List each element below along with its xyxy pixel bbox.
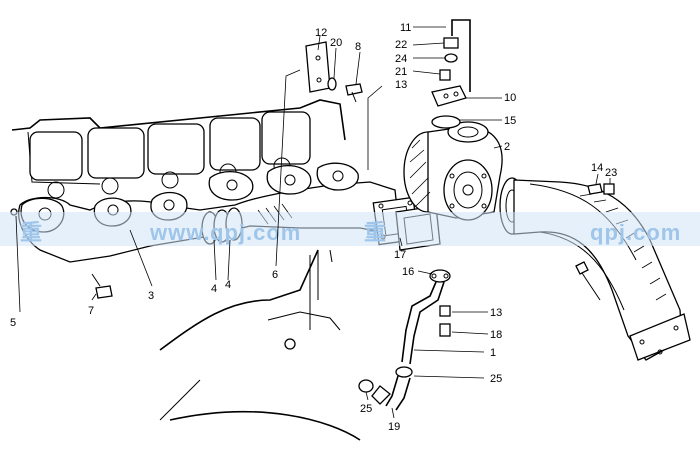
callout-13-top: 13	[395, 79, 407, 91]
watermark-text-2: www.	[149, 220, 211, 245]
callout-13-bottom: 13	[490, 307, 502, 319]
callout-7: 7	[88, 305, 94, 317]
callout-6: 6	[272, 269, 278, 281]
leader-lines	[15, 26, 611, 419]
callout-24: 24	[395, 53, 407, 65]
callout-2: 2	[504, 141, 510, 153]
oil-return-pipe	[358, 269, 451, 411]
callout-12: 12	[315, 27, 327, 39]
watermark-band: 重 www. qpj.com 重 qpj.com	[0, 212, 700, 246]
callout-18: 18	[490, 329, 502, 341]
watermark-text-5: qpj.com	[590, 220, 681, 245]
callout-16: 16	[402, 266, 414, 278]
callout-25-left: 25	[360, 403, 372, 415]
callout-17: 17	[394, 249, 406, 261]
callout-15: 15	[504, 115, 516, 127]
callout-1: 1	[490, 347, 496, 359]
callout-4-left: 4	[211, 283, 217, 295]
engine-block	[11, 99, 361, 441]
watermark-text-1: 重	[20, 220, 43, 245]
callout-3: 3	[148, 290, 154, 302]
callout-14: 14	[591, 162, 603, 174]
watermark-text-4: 重	[364, 220, 387, 245]
callout-10: 10	[504, 92, 516, 104]
callout-23: 23	[605, 167, 617, 179]
callout-19: 19	[388, 421, 400, 433]
watermark-text-3: qpj.com	[210, 220, 301, 245]
callout-8: 8	[355, 41, 361, 53]
callout-11: 11	[400, 22, 411, 34]
callout-25-right: 25	[490, 373, 502, 385]
callout-20: 20	[330, 37, 342, 49]
callout-labels: 11 12 20 8 22 24 21 13 10 15 2 14 23 17 …	[10, 22, 617, 433]
callout-4-right: 4	[225, 279, 231, 291]
callout-5: 5	[10, 317, 16, 329]
exhaust-elbow	[499, 177, 691, 361]
turbocharger	[403, 121, 503, 221]
callout-21: 21	[395, 66, 407, 78]
callout-22: 22	[395, 39, 407, 51]
watermark-strip	[0, 212, 700, 246]
